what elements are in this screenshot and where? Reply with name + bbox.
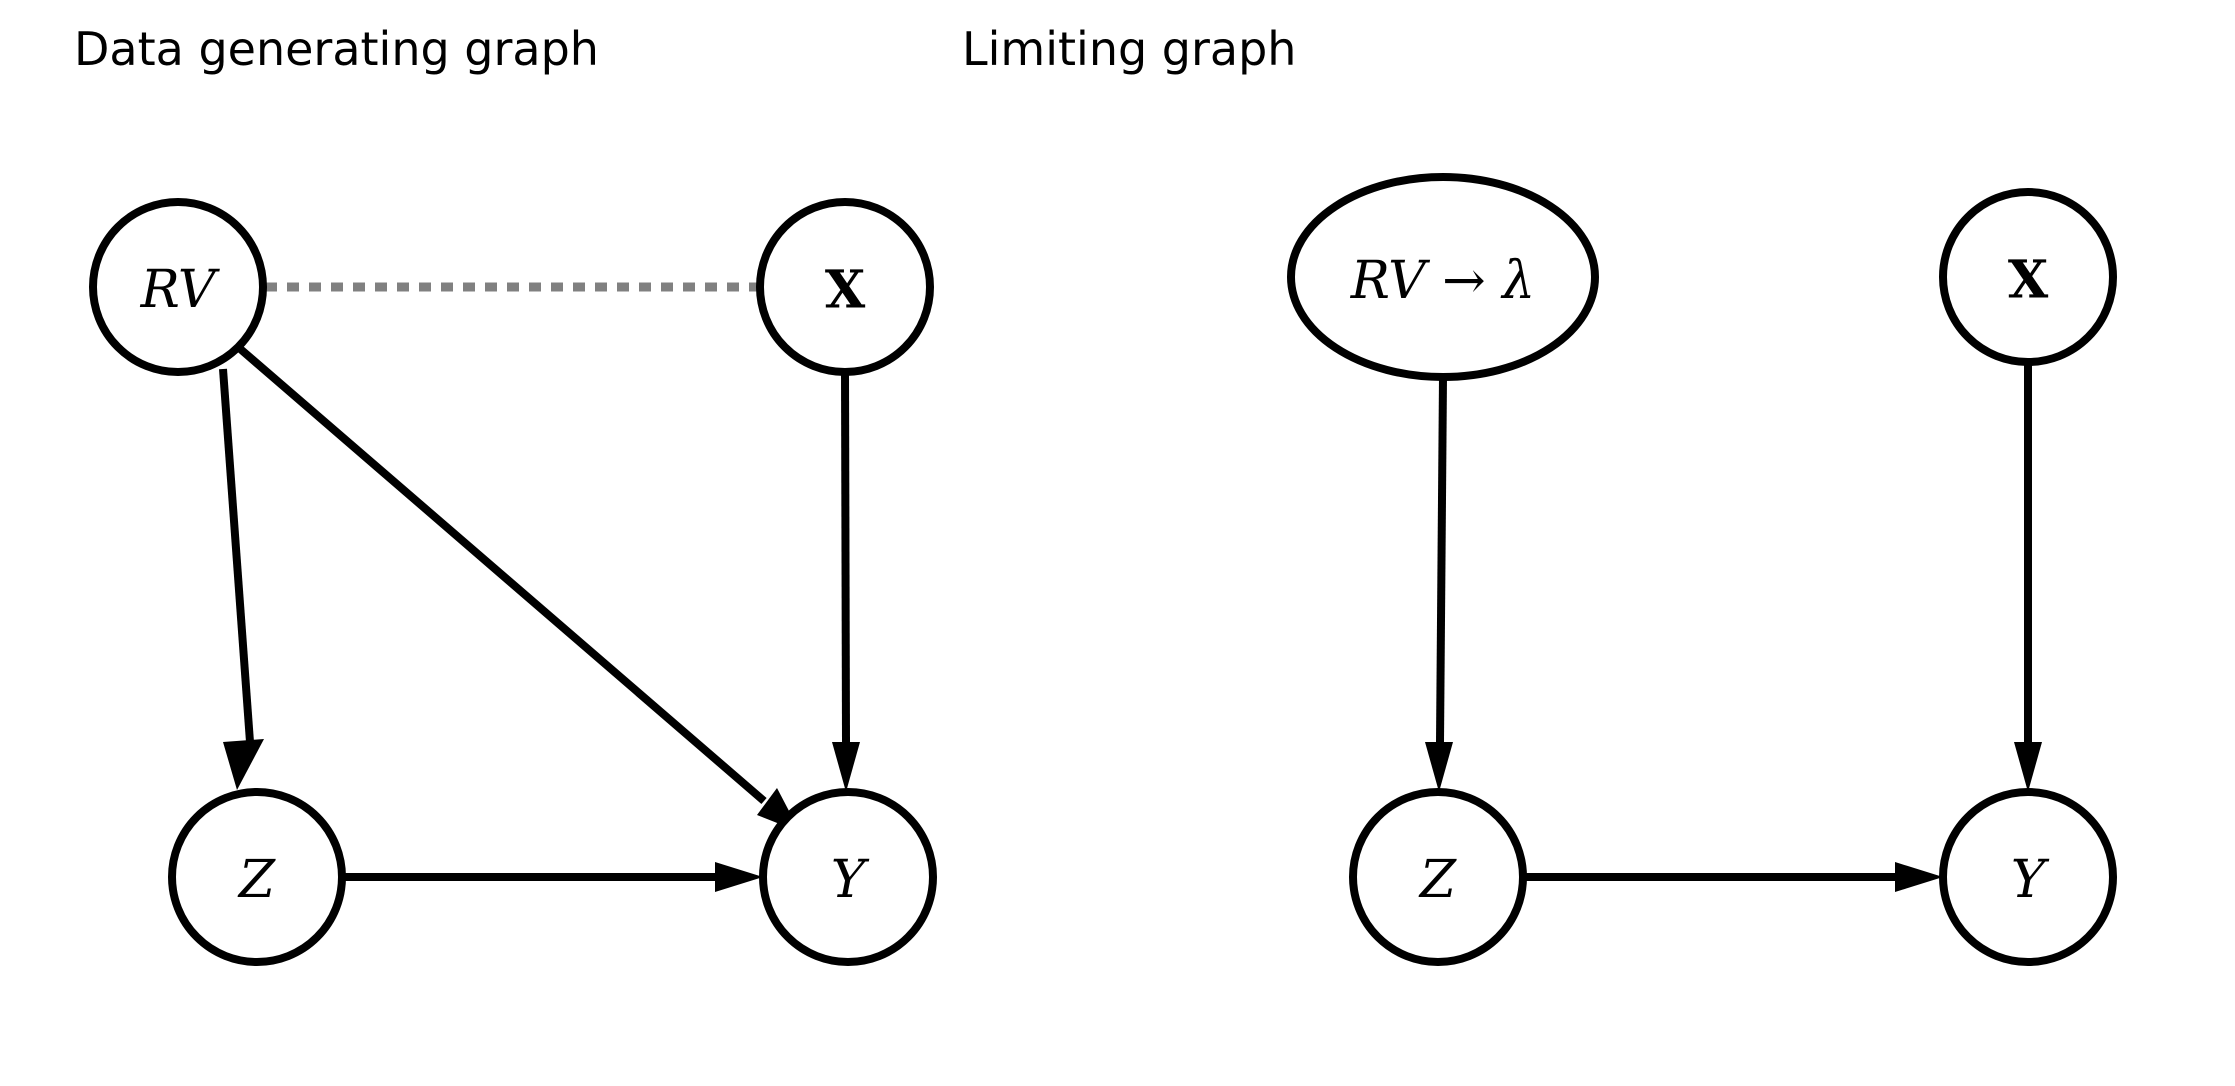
node-limiting-y-label: Y <box>2011 850 2050 910</box>
node-rv-lambda[interactable]: RV → λ <box>1287 173 1599 381</box>
node-y-label: Y <box>831 850 870 910</box>
panel-limiting-graph: RV → λ X Z Y <box>1287 173 2117 966</box>
node-x-label: X <box>825 260 866 321</box>
edge-rv-to-z <box>219 368 264 790</box>
node-limiting-z-label: Z <box>1418 850 1457 910</box>
node-limiting-x-label: X <box>2008 250 2049 311</box>
node-y[interactable]: Y <box>759 788 937 966</box>
node-x[interactable]: X <box>756 198 934 376</box>
edge-rv-to-y <box>235 343 800 832</box>
node-rv[interactable]: RV <box>89 198 267 376</box>
panel-title-limiting-graph: Limiting graph <box>962 22 1297 76</box>
node-limiting-z[interactable]: Z <box>1349 788 1527 966</box>
node-x-shape[interactable] <box>756 198 934 376</box>
node-limiting-z-shape[interactable] <box>1349 788 1527 966</box>
edge-rv-lambda-to-z <box>1425 376 1453 792</box>
panel-title-data-generating-graph: Data generating graph <box>74 22 599 76</box>
panel-data-generating-graph: RV X Z Y <box>89 198 937 966</box>
node-z[interactable]: Z <box>168 788 346 966</box>
edge-limiting-z-to-y <box>1523 862 1943 892</box>
node-z-shape[interactable] <box>168 788 346 966</box>
edge-z-to-y <box>342 862 763 892</box>
node-rv-lambda-shape[interactable] <box>1287 173 1599 381</box>
node-y-shape[interactable] <box>759 788 937 966</box>
node-rv-lambda-label: RV → λ <box>1350 251 1535 311</box>
node-rv-shape[interactable] <box>89 198 267 376</box>
node-rv-label: RV <box>140 260 220 320</box>
edge-limiting-x-to-y <box>2014 362 2042 792</box>
node-z-label: Z <box>237 850 276 910</box>
node-limiting-y-shape[interactable] <box>1939 788 2117 966</box>
node-limiting-x[interactable]: X <box>1939 188 2117 366</box>
edge-x-to-y <box>832 371 860 792</box>
node-limiting-y[interactable]: Y <box>1939 788 2117 966</box>
node-limiting-x-shape[interactable] <box>1939 188 2117 366</box>
